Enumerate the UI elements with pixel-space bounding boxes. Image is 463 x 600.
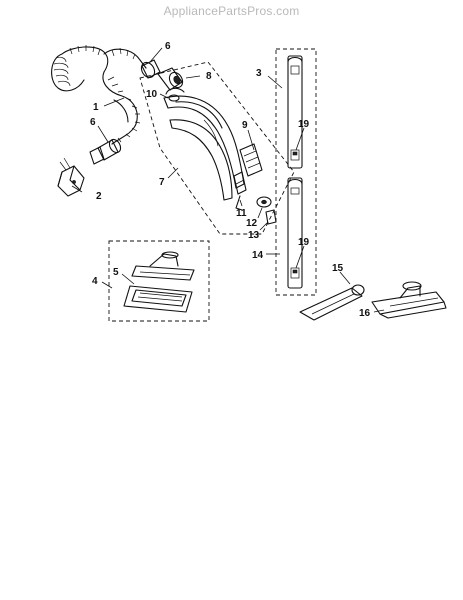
hose-inlet: [57, 157, 85, 197]
lower-wand: [287, 177, 303, 289]
callout-13: 13: [248, 230, 260, 241]
callout-3: 3: [256, 68, 262, 79]
spring-clip: [235, 195, 243, 211]
handle-switch: [239, 143, 263, 177]
callout-labels: 1 2 3 4 5 6 6 7 8 9 10 11 12 13 14 15 16…: [90, 41, 371, 319]
callout-5: 5: [113, 267, 119, 278]
callout-6-lower: 6: [90, 117, 96, 128]
swivel-collar-lower: [89, 138, 122, 165]
handle-grip-top: [165, 87, 185, 102]
callout-8: 8: [206, 71, 212, 82]
release-button: [256, 196, 272, 208]
callout-9: 9: [242, 120, 248, 131]
coiled-hose: [51, 45, 147, 145]
callout-16: 16: [359, 308, 371, 319]
leader-lines: [71, 47, 385, 313]
callout-19-upper: 19: [298, 119, 310, 130]
group-box-handle: [139, 61, 295, 235]
handle-assembly: [163, 95, 245, 201]
dusting-tool: [371, 281, 447, 319]
upper-wand: [287, 55, 303, 169]
callout-4: 4: [92, 276, 98, 287]
hose-end-connector: [157, 67, 184, 91]
callout-6-upper: 6: [165, 41, 171, 52]
handle-latch: [233, 171, 247, 195]
callout-14: 14: [252, 250, 264, 261]
callout-19-lower: 19: [298, 237, 310, 248]
callout-10: 10: [146, 89, 158, 100]
latch-clip: [265, 209, 277, 225]
callout-11: 11: [236, 208, 247, 219]
watermark: AppliancePartsPros.com: [163, 4, 300, 18]
upholstery-tool: [131, 251, 195, 281]
floor-brush: [123, 285, 193, 313]
callout-12: 12: [246, 218, 258, 229]
callout-1: 1: [93, 102, 99, 113]
group-box-wands: [275, 48, 317, 296]
callout-15: 15: [332, 263, 344, 274]
crevice-tool: [299, 284, 365, 321]
callout-7: 7: [159, 177, 165, 188]
group-box-floor-tool: [108, 240, 210, 322]
callout-2: 2: [96, 191, 102, 202]
